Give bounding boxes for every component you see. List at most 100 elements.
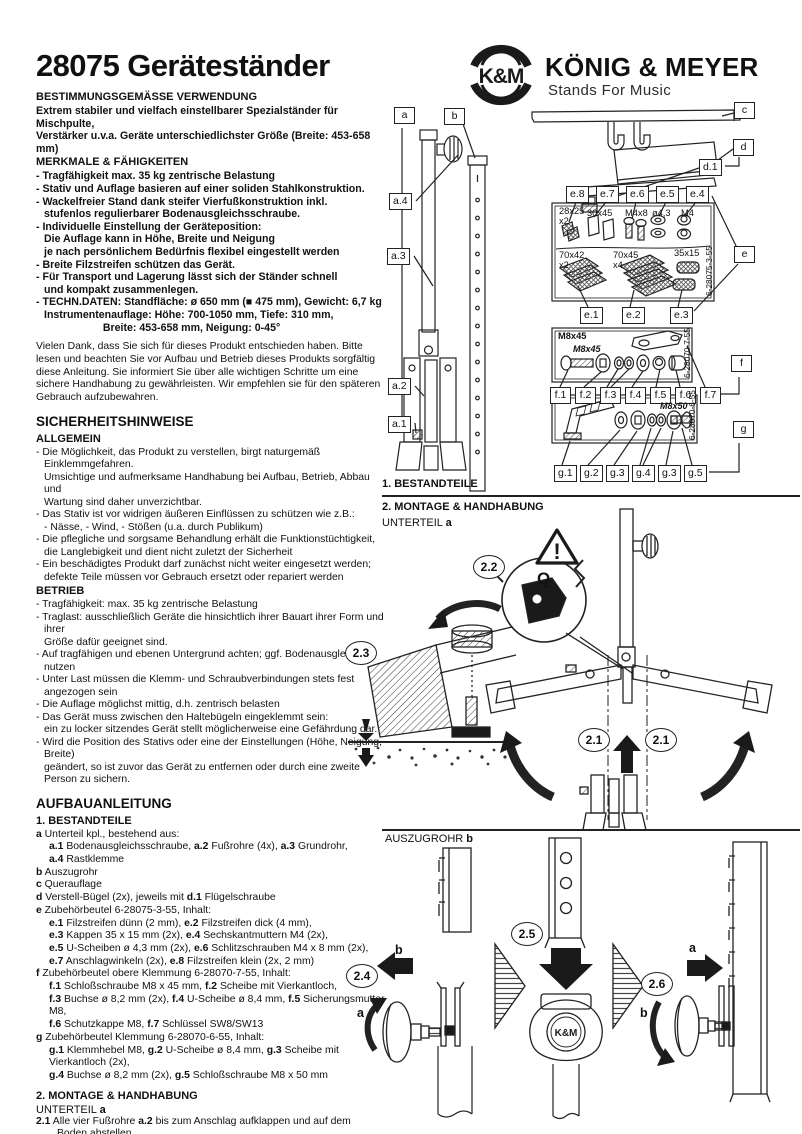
list-item: - Wird die Position des Stativs oder ein… xyxy=(36,736,382,786)
montage-diagram: ! 2.2 Q 2.3 2.1 2.1 xyxy=(340,505,802,830)
left-text-column: 28075 Geräteständer BESTIMMUNGSGEMÄSSE V… xyxy=(36,48,386,1134)
diagram-caption-bestandteile: 1. BESTANDTEILE xyxy=(382,478,478,490)
list-item: - TECHN.DATEN: Standfläche: ø 650 mm (■ … xyxy=(36,296,382,334)
km-logo-icon: K&M xyxy=(470,44,532,106)
auszugrohr-art: K&M xyxy=(364,837,771,1120)
montage-art: ! xyxy=(348,508,773,830)
dim-e4: M4 xyxy=(681,208,694,218)
dim-e7: 30x45 xyxy=(587,208,613,218)
part-label-g3: g.3 xyxy=(606,465,629,482)
merkmale-heading: MERKMALE & FÄHIGKEITEN xyxy=(36,156,189,169)
page-title: 28075 Geräteständer xyxy=(36,48,330,83)
diagram-caption-auszugrohr: AUSZUGROHR b xyxy=(385,833,474,845)
part-label-g5: g.5 xyxy=(684,465,707,482)
merkmale-list: - Tragfähigkeit max. 35 kg zentrische Be… xyxy=(36,170,386,334)
step-circle-2-1-left: 2.1 xyxy=(578,728,610,752)
list-item: - Das Gerät muss zwischen den Haltebügel… xyxy=(36,711,378,736)
bestandteile-heading: 1. BESTANDTEILE xyxy=(36,814,132,827)
parts-list-line: a.1 Bodenausgleichsschraube, a.2 Fußrohr… xyxy=(49,841,348,853)
dim-f-bolt: M8x45 xyxy=(573,344,601,354)
part-label-g3b: g.3 xyxy=(658,465,681,482)
brand-header: K&M KÖNIG & MEYER Stands For Music xyxy=(462,42,798,108)
list-item: - Die Auflage möglichst mittig, d.h. zen… xyxy=(36,699,280,711)
allgemein-heading: ALLGEMEIN xyxy=(36,432,101,445)
parts-list-line: g Zubehörbeutel Klemmung 6-28070-6-55, I… xyxy=(36,1031,265,1043)
part-label-c: c xyxy=(734,102,755,119)
parts-list-line: e.1 Filzstreifen dünn (2 mm), e.2 Filzst… xyxy=(49,917,312,929)
parts-overview-art xyxy=(395,109,741,492)
part-label-g4: g.4 xyxy=(632,465,655,482)
parts-overview-diagram: a b c d d.1 a.4 a.3 a.2 a.1 e.8 e.7 e.6 … xyxy=(382,100,802,496)
list-item: - Breite Filzstreifen schützen das Gerät… xyxy=(36,258,235,271)
dim-e1: 70x42 x2 xyxy=(559,250,585,270)
part-label-e: e xyxy=(734,246,755,263)
step-circle-2-6: 2.6 xyxy=(641,972,673,996)
list-item: - Wackelfreier Stand dank steifer Vierfu… xyxy=(36,195,328,221)
list-item: - Unter Last müssen die Klemm- und Schra… xyxy=(36,674,355,698)
part-label-e1: e.1 xyxy=(580,307,603,324)
part-label-g1: g.1 xyxy=(554,465,577,482)
list-item: - Tragfähigkeit: max. 35 kg zentrische B… xyxy=(36,599,258,611)
part-label-f6: f.6 xyxy=(675,387,696,404)
part-label-g: g xyxy=(733,421,754,438)
part-label-d1: d.1 xyxy=(699,159,722,176)
step-circle-2-4: 2.4 xyxy=(346,964,378,988)
list-item: - Für Transport und Lagerung lässt sich … xyxy=(36,271,338,296)
sicherheit-heading: SICHERHEITSHINWEISE xyxy=(36,413,194,429)
part-label-b: b xyxy=(444,108,465,125)
code-e-bag: 6-28075-3-55 xyxy=(704,246,714,296)
step-circle-2-2: 2.2 xyxy=(473,555,505,579)
code-g-bag: 6-28070-6-55 xyxy=(687,390,697,440)
part-label-e5: e.5 xyxy=(656,186,679,203)
dim-g-bolt: M8x50 xyxy=(660,401,688,411)
dim-e2: 70x45 x4 xyxy=(613,250,639,270)
dim-e5: ø4,3 xyxy=(652,208,671,218)
part-label-g2: g.2 xyxy=(580,465,603,482)
list-item: - Ein beschädigtes Produkt darf zunächst… xyxy=(36,559,371,583)
part-label-e3: e.3 xyxy=(670,307,693,324)
list-item: - Das Stativ ist vor widrigen äußeren Ei… xyxy=(36,509,355,533)
part-label-e2: e.2 xyxy=(622,307,645,324)
allgemein-list: - Die Möglichkeit, das Produkt zu verste… xyxy=(36,447,386,585)
q-area-label: Q xyxy=(537,569,551,588)
part-label-a4: a.4 xyxy=(389,193,412,210)
parts-list-line: g.4 Buchse ø 8,2 mm (2x), g.5 Schloßschr… xyxy=(49,1069,328,1081)
step-circle-2-3: 2.3 xyxy=(345,641,377,665)
arrow-label-a-left: a xyxy=(357,1006,364,1020)
part-label-f4: f.4 xyxy=(625,387,646,404)
parts-list-line: f.1 Schloßschraube M8 x 45 mm, f.2 Schei… xyxy=(49,981,338,993)
parts-list-line: f.3 Buchse ø 8,2 mm (2x), f.4 U-Scheibe … xyxy=(49,993,385,1018)
arrow-label-b-right: b xyxy=(640,1006,648,1020)
parts-list-line: a.4 Rastklemme xyxy=(49,854,125,866)
parts-list-line: a Unterteil kpl., bestehend aus: xyxy=(36,828,180,840)
list-item: - Stativ und Auflage basieren auf einer … xyxy=(36,182,365,195)
code-f-bag: 6-28070-7-55 xyxy=(682,328,692,378)
betrieb-heading: BETRIEB xyxy=(36,585,85,598)
dim-e6: M4x8 xyxy=(625,208,648,218)
part-label-f5: f.5 xyxy=(650,387,671,404)
parts-list-line: e Zubehörbeutel 6-28075-3-55, Inhalt: xyxy=(36,904,212,916)
list-item: - Die Möglichkeit, das Produkt zu verste… xyxy=(36,446,370,508)
part-label-a: a xyxy=(394,107,415,124)
verwendung-heading: BESTIMMUNGSGEMÄSSE VERWENDUNG xyxy=(36,91,258,103)
km-knob-logo: K&M xyxy=(555,1028,578,1039)
aufbau-heading: AUFBAUANLEITUNG xyxy=(36,795,172,811)
part-label-e6: e.6 xyxy=(626,186,649,203)
part-label-d: d xyxy=(733,139,754,156)
list-item: - Individuelle Einstellung der Gerätepos… xyxy=(36,220,340,258)
dim-e8: 28x25 x2 xyxy=(559,206,585,226)
arrow-label-a-right: a xyxy=(689,941,696,955)
diagram-caption-unterteil: UNTERTEIL a xyxy=(382,517,452,529)
step-2-1: 2.1 Alle vier Fußrohre a.2 bis zum Ansch… xyxy=(36,1115,351,1134)
auszugrohr-diagram: K&M 2.4 2.5 2.6 b a a b xyxy=(335,836,802,1128)
brand-tagline: Stands For Music xyxy=(548,82,672,99)
montage-heading: 2. MONTAGE & HANDHABUNG xyxy=(36,1089,198,1102)
part-label-e8: e.8 xyxy=(566,186,589,203)
section-divider-2 xyxy=(382,829,800,831)
part-label-e7: e.7 xyxy=(596,186,619,203)
parts-list-line: f Zubehörbeutel obere Klemmung 6-28070-7… xyxy=(36,968,291,980)
dim-e3: 35x15 xyxy=(674,248,700,258)
part-label-a3: a.3 xyxy=(387,248,410,265)
parts-list-line: f.6 Schutzkappe M8, f.7 Schlüssel SW8/SW… xyxy=(49,1019,264,1031)
part-label-f: f xyxy=(731,355,752,372)
